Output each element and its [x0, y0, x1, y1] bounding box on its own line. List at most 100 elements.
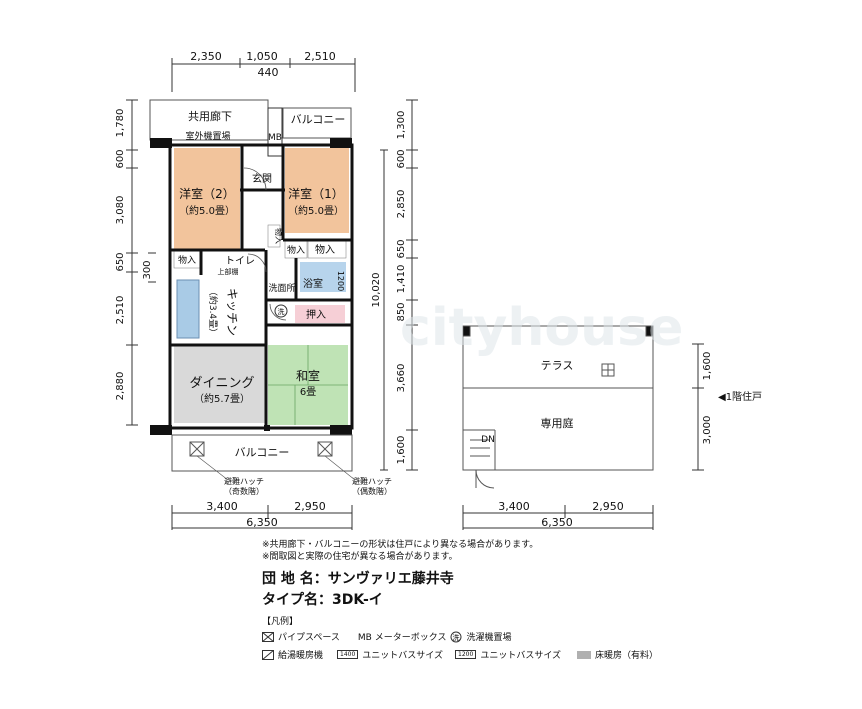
oshiire-label: 押入: [306, 308, 326, 321]
dim-left-b: 600: [115, 149, 126, 168]
ground-dim-a: 1,600: [702, 352, 713, 381]
storage-label-3: 物入: [315, 243, 335, 256]
dim-top-1: 2,350: [190, 50, 222, 63]
pipe-space-icon: [262, 631, 274, 642]
legend-mb: MB メーターボックス: [357, 633, 447, 643]
complex-name: 団 地 名：サンヴァリエ藤井寺: [262, 571, 454, 587]
svg-text:洗: 洗: [453, 633, 460, 642]
ground-dim-bottom-total: 6,350: [541, 516, 573, 529]
toilet-sub-label: 上部棚: [218, 267, 239, 276]
dim-left-f: 2,510: [115, 296, 126, 325]
legend-floor-heat: 床暖房（有料）: [595, 651, 659, 661]
washer-legend-icon: 洗: [450, 631, 462, 642]
kitchen-label: キッチン: [225, 288, 239, 336]
hatch-even-note: （偶数階）: [352, 486, 392, 496]
dim-right-c: 2,850: [396, 190, 407, 219]
dim-right-b: 600: [396, 149, 407, 168]
walls: [168, 143, 354, 430]
dn-label: DN: [481, 435, 495, 445]
corridor-label: 共用廊下: [188, 109, 232, 123]
dim-top-4: 440: [258, 66, 279, 79]
legend-heater: 給湯暖房機: [278, 651, 324, 661]
dining-size: （約5.7畳）: [194, 392, 250, 405]
floor-heat-swatch: [577, 650, 592, 659]
western1-label: 洋室（1）: [288, 186, 344, 201]
balcony-top-label: バルコニー: [291, 113, 346, 126]
dim-left-d: 650: [115, 252, 126, 271]
hatch-even-label: 避難ハッチ: [352, 476, 392, 486]
hatch-leaders: [196, 455, 356, 481]
legend-ub1: ユニットバスサイズ: [362, 651, 444, 661]
dim-left-c: 3,080: [115, 196, 126, 225]
bath-label: 浴室: [303, 277, 323, 290]
dim-left-a: 1,780: [115, 109, 126, 138]
dim-bottom-b: 2,950: [294, 500, 326, 513]
washer-mark: 洗: [278, 307, 285, 316]
toilet-label: トイレ: [225, 256, 255, 267]
dim-right-a: 1,300: [396, 111, 407, 140]
right-dimensions: [380, 99, 418, 471]
dim-right-total: 10,020: [371, 273, 382, 308]
garden-label: 専用庭: [541, 416, 574, 430]
western1-size: （約5.0畳）: [288, 204, 344, 217]
left-dimensions: [126, 99, 156, 426]
bottom-dimensions: [171, 505, 353, 530]
storage-label-2: 物入: [287, 244, 305, 256]
watermark: cityhouse: [400, 298, 683, 358]
wall-corners: [150, 138, 352, 435]
ub1-tag: 1400: [337, 650, 359, 659]
dim-bottom-a: 3,400: [206, 500, 238, 513]
dim-right-f: 850: [396, 302, 407, 321]
dim-right-h: 1,600: [396, 436, 407, 465]
ground-note: ◀1階住戸: [718, 390, 762, 403]
legend-pipe: パイプスペース: [278, 633, 340, 643]
dim-bottom-total: 6,350: [246, 516, 278, 529]
entrance-label: 玄関: [252, 172, 272, 185]
washroom-label: 洗面所: [268, 282, 295, 294]
legend-ub2: ユニットバスサイズ: [480, 651, 562, 661]
dim-top-3: 2,510: [304, 50, 336, 63]
outdoor-unit-label: 室外機置場: [185, 130, 230, 142]
balcony-bottom-label: バルコニー: [235, 446, 290, 459]
dim-right-d: 650: [396, 239, 407, 258]
bath-size-label: 1200: [336, 271, 345, 291]
note-2: ※間取図と実際の住宅が異なる場合があります。: [262, 552, 458, 562]
legend-row-1: パイプスペース MB メーターボックス 洗 洗濯機置場: [262, 630, 511, 643]
ground-dim-bottom-a: 3,400: [498, 500, 530, 513]
hatch-odd-label: 避難ハッチ: [224, 476, 264, 486]
mb-label: MB: [268, 133, 282, 143]
ground-dim-bottom-b: 2,950: [592, 500, 624, 513]
ub2-tag: 1200: [455, 650, 477, 659]
dim-left-e: 300: [142, 260, 153, 279]
legend-title: 【凡例】: [262, 617, 299, 627]
western2-label: 洋室（2）: [179, 186, 235, 201]
washitsu-size: 6畳: [300, 386, 316, 398]
top-area: [149, 99, 352, 157]
dim-right-g: 3,660: [396, 364, 407, 393]
dim-left-g: 2,880: [115, 372, 126, 401]
top-dimensions: [171, 58, 356, 92]
storage-label-1: 物入: [178, 254, 196, 266]
ground-dim-b: 3,000: [702, 416, 713, 445]
ground-bottom-dims: [462, 505, 654, 530]
ground-left-dims: [692, 343, 704, 471]
dim-top-2: 1,050: [246, 50, 278, 63]
washitsu-label: 和室: [296, 368, 320, 383]
bottom-balcony: [171, 434, 353, 472]
note-1: ※共用廊下・バルコニーの形状は住戸により異なる場合があります。: [262, 540, 539, 550]
storage-label-4: 物入: [274, 228, 284, 244]
terrace-label: テラス: [541, 359, 574, 372]
type-name: タイプ名：3DK-イ: [262, 592, 383, 608]
western2-size: （約5.0畳）: [179, 204, 235, 217]
heater-icon: [262, 649, 274, 660]
tatami-lines: [268, 345, 348, 425]
ground-plan: [462, 325, 654, 489]
dim-right-e: 1,410: [396, 265, 407, 294]
doors: [243, 167, 287, 321]
washer-icon: [274, 304, 288, 318]
legend-washer: 洗濯機置場: [466, 633, 512, 643]
dining-label: ダイニング: [189, 376, 254, 391]
kitchen-size: （約3.4畳）: [207, 287, 219, 337]
hatch-odd-note: （奇数階）: [224, 486, 264, 496]
